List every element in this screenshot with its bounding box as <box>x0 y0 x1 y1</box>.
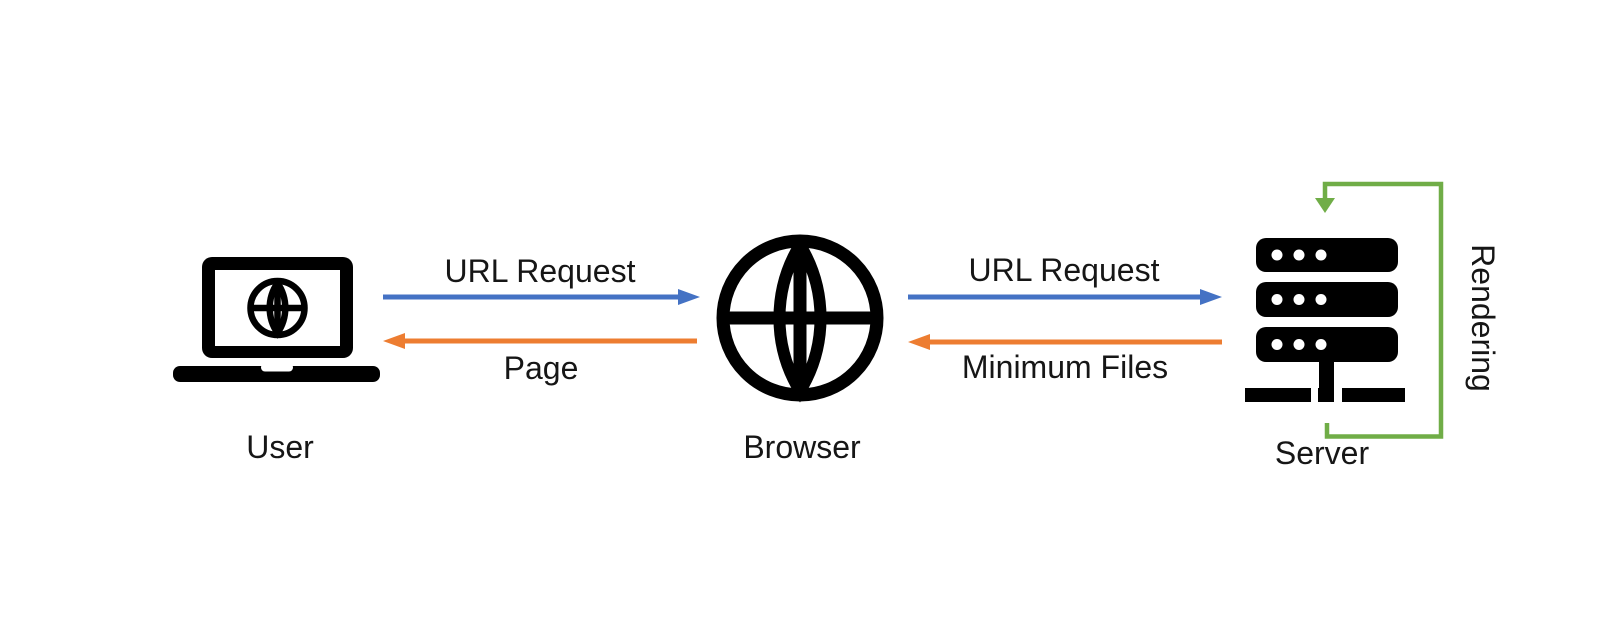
edge-label-url-request-right: URL Request <box>968 252 1160 288</box>
edge-label-page: Page <box>503 350 579 386</box>
arrow-server-to-browser <box>908 334 1222 350</box>
rendering-loop-arrow <box>1315 181 1444 439</box>
globe-icon <box>716 234 884 403</box>
arrow-browser-to-server <box>908 289 1222 305</box>
arrow-browser-to-user <box>383 333 697 349</box>
edge-label-rendering: Rendering <box>1465 244 1501 392</box>
user-label: User <box>246 429 314 465</box>
edge-label-url-request-left: URL Request <box>444 253 636 289</box>
edge-label-minimum-files: Minimum Files <box>961 349 1169 385</box>
server-icon <box>1245 238 1405 402</box>
browser-label: Browser <box>743 429 861 465</box>
arrow-user-to-browser <box>383 289 700 305</box>
laptop-icon <box>173 257 380 382</box>
server-label: Server <box>1274 435 1370 471</box>
